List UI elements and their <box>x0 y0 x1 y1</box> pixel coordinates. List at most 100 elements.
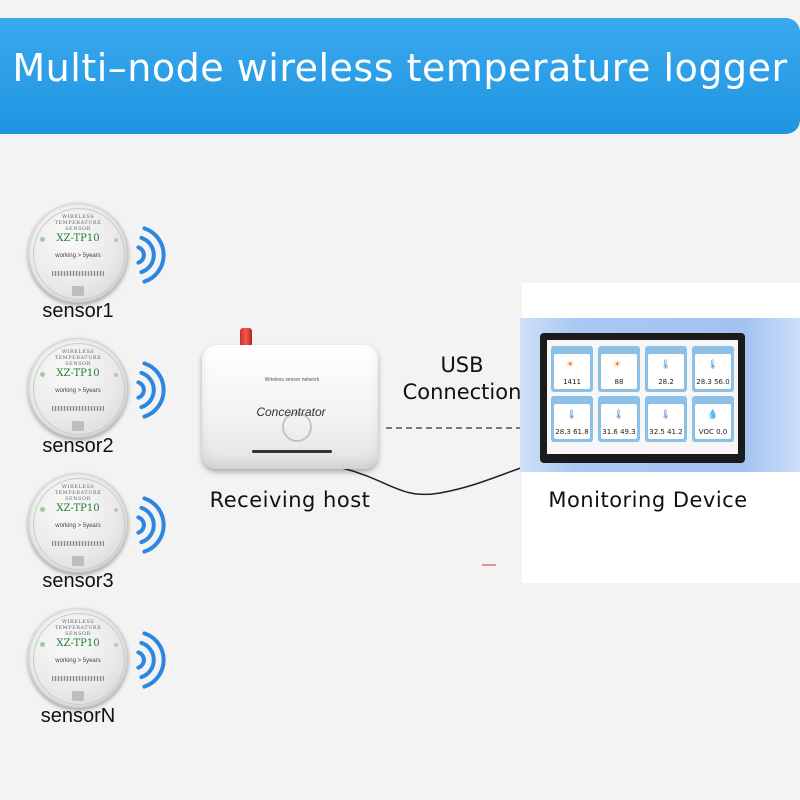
signal-arc <box>139 235 156 275</box>
sensor-note: working > 5years <box>55 523 101 529</box>
led-icon <box>40 507 45 512</box>
tile-value: 28.2 <box>658 378 674 386</box>
sensor-vent <box>52 676 104 681</box>
led-icon <box>40 372 45 377</box>
sensor-arc-text: WIRELESS TEMPERATURE SENSOR <box>54 619 102 637</box>
sensor-arc-text: WIRELESS TEMPERATURE SENSOR <box>54 214 102 232</box>
signal-arc <box>139 370 156 410</box>
signal-arc <box>136 515 146 535</box>
tile-panel <box>695 404 731 439</box>
led-icon <box>114 508 118 512</box>
monitor-tile: 28.2 🌡 <box>645 346 687 392</box>
led-icon <box>114 238 118 242</box>
sensor-tab <box>72 286 84 296</box>
tile-value: 32.5 41.2 <box>649 428 683 436</box>
thermometer-icon: 🌡 <box>707 359 719 369</box>
tile-value: 88 <box>614 378 624 386</box>
signal-arc <box>139 640 156 680</box>
sensor-vent <box>52 541 104 546</box>
sensor-ring <box>33 613 125 705</box>
signal-arc <box>142 496 166 554</box>
tile-panel <box>554 404 590 439</box>
sensor-note: working > 5years <box>55 658 101 664</box>
tile-value: 28.3 61.8 <box>555 428 589 436</box>
signal-arc <box>142 361 166 419</box>
wireless-signal-icon <box>136 496 166 554</box>
monitor-tile: 1411 ☀ <box>551 346 593 392</box>
led-icon <box>114 373 118 377</box>
sensor-model: XZ-TP10 <box>56 638 100 649</box>
sensor-tab <box>72 691 84 701</box>
droplet-icon: 💧 <box>707 409 719 419</box>
thermometer-icon: 🌡 <box>566 409 578 419</box>
sun-icon: ☀ <box>613 359 622 369</box>
host-logo-icon <box>282 412 312 442</box>
sensor-label: sensor1 <box>42 300 114 322</box>
usb-line2: Connection <box>402 380 522 404</box>
sensor-tab <box>72 421 84 431</box>
led-icon <box>40 237 45 242</box>
wireless-signal-icon <box>136 631 166 689</box>
sensor-label: sensorN <box>40 705 116 727</box>
concentrator-name: Concentrator <box>256 405 326 419</box>
signal-arc <box>142 631 166 689</box>
thermometer-icon: 🌡 <box>613 409 625 419</box>
page-title: Multi–node wireless temperature logger <box>12 46 788 90</box>
tile-value: 1411 <box>563 378 581 386</box>
monitor-tile: 28.3 56.0 🌡 <box>692 346 734 392</box>
monitor-tile: 31.6 49.3 🌡 <box>598 396 640 442</box>
tile-panel <box>648 354 684 389</box>
tile-value: VOC 0.0 <box>698 428 728 436</box>
signal-arc <box>136 245 146 265</box>
tile-panel <box>601 404 637 439</box>
tile-panel <box>601 354 637 389</box>
sensor-label: sensor2 <box>42 435 114 457</box>
wireless-signal-icon <box>136 361 166 419</box>
thermometer-icon: 🌡 <box>660 409 672 419</box>
sensor-note: working > 5years <box>55 388 101 394</box>
led-icon <box>40 642 45 647</box>
sensor-model: XZ-TP10 <box>56 233 100 244</box>
signal-arc <box>136 380 146 400</box>
receiving-host-label: Receiving host <box>209 488 371 512</box>
sensor-model: XZ-TP10 <box>56 503 100 514</box>
sensor-vent <box>52 271 104 276</box>
sensor-label: sensor3 <box>42 570 114 592</box>
title-banner <box>0 18 800 134</box>
sensor-ring <box>33 343 125 435</box>
sensor-model: XZ-TP10 <box>56 368 100 379</box>
host-slot <box>252 450 332 453</box>
sensor-tab <box>72 556 84 566</box>
tile-value: 31.6 49.3 <box>602 428 636 436</box>
monitor-tile: VOC 0.0 💧 <box>692 396 734 442</box>
sun-icon: ☀ <box>566 359 575 369</box>
wireless-signal-icon <box>136 226 166 284</box>
tile-panel <box>554 354 590 389</box>
thermometer-icon: 🌡 <box>660 359 672 369</box>
sensor-vent <box>52 406 104 411</box>
monitor-tile: 88 ☀ <box>598 346 640 392</box>
tile-panel <box>648 404 684 439</box>
signal-arc <box>142 226 166 284</box>
sensor-ring <box>33 208 125 300</box>
concentrator-device <box>202 345 378 469</box>
led-icon <box>114 643 118 647</box>
sensor-note: working > 5years <box>55 253 101 259</box>
sensor-ring <box>33 478 125 570</box>
monitor-tile: 28.3 61.8 🌡 <box>551 396 593 442</box>
usb-line1: USB <box>440 353 484 377</box>
antenna <box>240 328 252 350</box>
tile-panel <box>695 354 731 389</box>
sensor-arc-text: WIRELESS TEMPERATURE SENSOR <box>54 349 102 367</box>
host-small-text: Wireless sensor network <box>264 377 320 383</box>
tile-value: 28.3 56.0 <box>696 378 730 386</box>
signal-arc <box>136 650 146 670</box>
sensor-arc-text: WIRELESS TEMPERATURE SENSOR <box>54 484 102 502</box>
monitor-tile: 32.5 41.2 🌡 <box>645 396 687 442</box>
signal-arc <box>139 505 156 545</box>
usb-connection-label: USB Connection <box>392 352 532 406</box>
